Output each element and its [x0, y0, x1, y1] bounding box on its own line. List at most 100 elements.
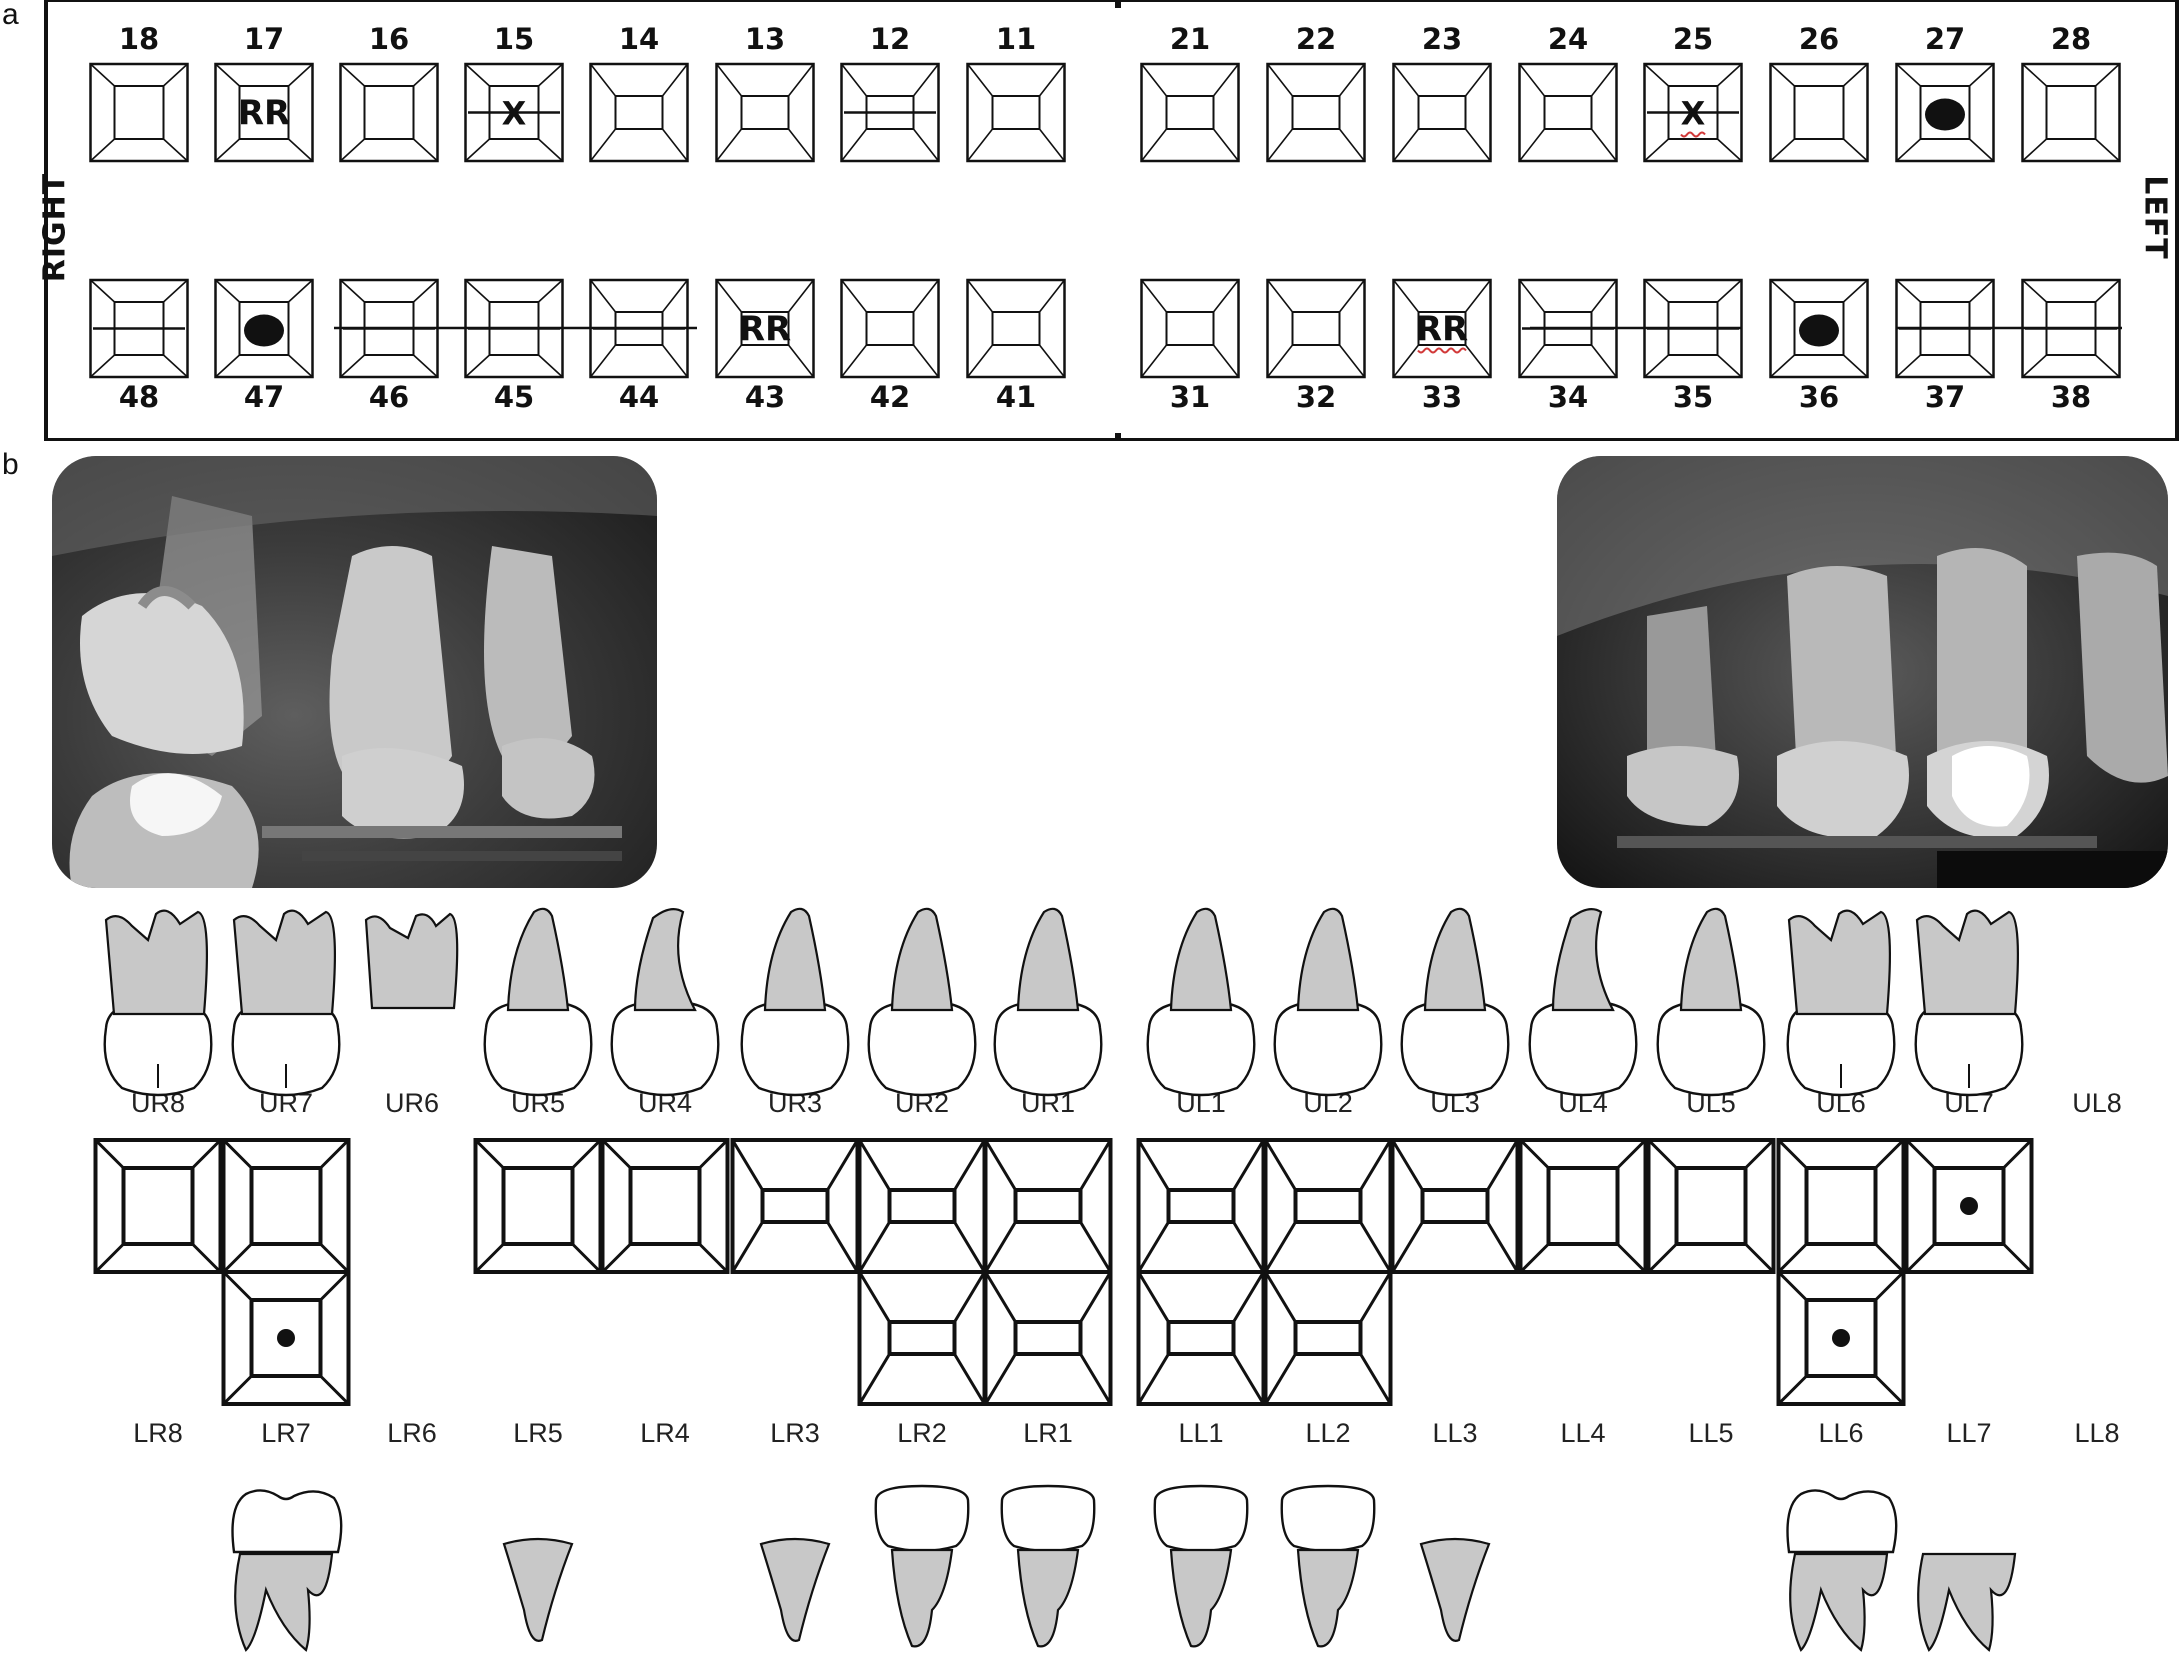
tooth-number-43: 43: [744, 380, 786, 414]
root-shape: [1917, 1552, 2017, 1652]
tooth-box-24: [1518, 62, 1618, 163]
mark-rr-text: RR: [1416, 310, 1468, 350]
tooth-number-36: 36: [1798, 380, 1840, 414]
wavy-underline: [1680, 131, 1706, 138]
crown-shape: [1000, 1484, 1096, 1553]
upper-tooth-drawing-ur7: [231, 909, 341, 1097]
tooth-box-11: [966, 62, 1066, 163]
tooth-label-lr5: LR5: [513, 1418, 563, 1448]
tooth-box-41: [966, 278, 1066, 379]
dental-chart-a: [44, 0, 2179, 441]
tooth-number-28: 28: [2050, 22, 2092, 56]
root-shape: [1915, 909, 2020, 1016]
crown-shape: [483, 1000, 593, 1097]
chart-box-upper-ul6: [1776, 1138, 1906, 1274]
lower-tooth-drawing-ll6: [1786, 1489, 1898, 1652]
tooth-box-13: [715, 62, 815, 163]
root-shape: [759, 1537, 831, 1642]
lower-tooth-drawing-lr3: [759, 1537, 831, 1642]
chart-box-upper-ul7: [1904, 1138, 2034, 1274]
tooth-box-32: [1266, 278, 1366, 379]
tooth-label-ur6: UR6: [384, 1088, 439, 1118]
lower-tooth-drawing-ll3: [1419, 1537, 1491, 1642]
root-shape: [1169, 1548, 1233, 1648]
chart-box-upper-ul3: [1390, 1138, 1520, 1274]
restoration-dot: [1925, 98, 1965, 131]
crown-shape: [867, 1000, 977, 1097]
tooth-box-36: [1769, 278, 1869, 379]
tooth-number-34: 34: [1547, 380, 1589, 414]
tooth-box-25: X: [1643, 62, 1743, 163]
tooth-label-lr7: LR7: [261, 1418, 311, 1448]
lower-tooth-drawing-ll7: [1917, 1552, 2017, 1652]
tooth-number-23: 23: [1421, 22, 1463, 56]
root-shape: [1679, 907, 1743, 1012]
tooth-number-25: 25: [1672, 22, 1714, 56]
root-shape: [1169, 907, 1233, 1012]
tooth-box-15: X: [464, 62, 564, 163]
tooth-box-26: [1769, 62, 1869, 163]
chart-box-upper-ul4: [1518, 1138, 1648, 1274]
tooth-label-lr3: LR3: [770, 1418, 820, 1448]
upper-tooth-drawing-ul7: [1914, 909, 2024, 1097]
tooth-number-46: 46: [368, 380, 410, 414]
tooth-box-18: [89, 62, 189, 163]
upper-tooth-drawing-ur5: [483, 907, 593, 1097]
mark-x-text: X: [1681, 95, 1706, 133]
root-shape: [1551, 907, 1615, 1012]
root-shape: [763, 907, 827, 1012]
tooth-number-27: 27: [1924, 22, 1966, 56]
upper-tooth-drawing-ul3: [1400, 907, 1510, 1097]
quadrant-divider-bottom: [1115, 433, 1121, 441]
wavy-underline: [1417, 347, 1467, 354]
root-shape: [1016, 1548, 1080, 1648]
panel-label-a: a: [2, 0, 19, 31]
tooth-number-11: 11: [995, 22, 1037, 56]
crown-shape: [1146, 1000, 1256, 1097]
tooth-number-24: 24: [1547, 22, 1589, 56]
tooth-box-14: [589, 62, 689, 163]
upper-tooth-drawing-ur8: [103, 909, 213, 1097]
root-shape: [506, 907, 570, 1012]
tooth-number-18: 18: [118, 22, 160, 56]
lower-tooth-drawing-ll2: [1280, 1484, 1376, 1648]
tooth-number-41: 41: [995, 380, 1037, 414]
upper-tooth-drawing-ur4: [610, 907, 720, 1097]
root-shape: [1419, 1537, 1491, 1642]
root-shape: [1789, 1552, 1889, 1652]
tooth-label-ll6: LL6: [1818, 1418, 1864, 1448]
chart-box-upper-ur7: [221, 1138, 351, 1274]
tooth-box-42: [840, 278, 940, 379]
chart-box-upper-ur8: [93, 1138, 223, 1274]
tooth-box-47: [214, 278, 314, 379]
crown-shape: [231, 1489, 343, 1554]
tooth-label-ul8: UL8: [2072, 1088, 2122, 1118]
crown-shape: [1280, 1484, 1376, 1553]
crown-shape: [874, 1484, 970, 1553]
chart-box-upper-ur1: [983, 1138, 1113, 1274]
upper-tooth-drawing-ur3: [740, 907, 850, 1097]
tooth-label-ll5: LL5: [1688, 1418, 1734, 1448]
tooth-box-27: [1895, 62, 1995, 163]
tooth-label-ll2: LL2: [1305, 1418, 1351, 1448]
crown-shape: [1153, 1484, 1249, 1553]
restoration-dot: [1832, 1329, 1850, 1347]
upper-tooth-drawing-ur2: [867, 907, 977, 1097]
chart-box-upper-ur2: [857, 1138, 987, 1274]
tooth-box-31: [1140, 278, 1240, 379]
tooth-number-48: 48: [118, 380, 160, 414]
tooth-label-ll7: LL7: [1946, 1418, 1992, 1448]
tooth-number-26: 26: [1798, 22, 1840, 56]
tooth-number-33: 33: [1421, 380, 1463, 414]
tooth-number-22: 22: [1295, 22, 1337, 56]
tooth-number-42: 42: [869, 380, 911, 414]
tooth-box-17: RR: [214, 62, 314, 163]
radiograph-right-maxilla: [52, 456, 657, 888]
restoration-dot: [1960, 1197, 1978, 1215]
root-shape: [633, 907, 697, 1012]
lower-tooth-drawing-lr2: [874, 1484, 970, 1648]
chart-box-upper-ur3: [730, 1138, 860, 1274]
chart-box-lower-lr1: [983, 1270, 1113, 1406]
crown-shape: [740, 1000, 850, 1097]
chart-box-lower-ll6: [1776, 1270, 1906, 1406]
